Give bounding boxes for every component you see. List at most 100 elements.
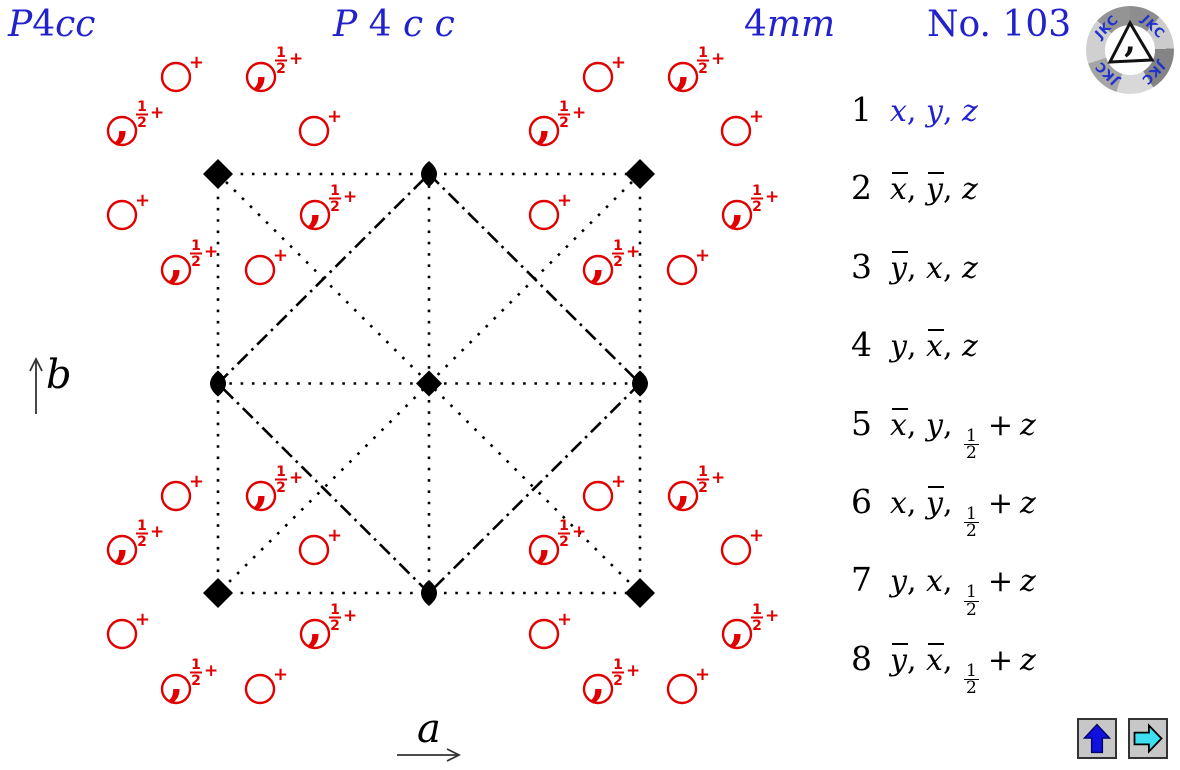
nav-next-button[interactable] bbox=[1128, 718, 1168, 759]
atom-circle bbox=[106, 115, 138, 147]
twofold-axis-symbol bbox=[421, 580, 437, 606]
height-half-numerator: 1 bbox=[191, 238, 201, 254]
atom-circle bbox=[582, 254, 614, 286]
coordinate-letter: z bbox=[1020, 564, 1036, 600]
coordinate-separator: , bbox=[906, 407, 926, 443]
fraction-numerator: 1 bbox=[964, 660, 979, 681]
height-plus-sign: + bbox=[626, 242, 640, 262]
coordinate-letter: y bbox=[890, 642, 907, 678]
b-axis-label: b bbox=[46, 352, 72, 398]
position-row: 2 x, y, z bbox=[840, 168, 978, 216]
enantiomorph-comma-icon: , bbox=[675, 41, 691, 95]
header-text-part: 4 bbox=[32, 4, 56, 45]
enantiomorph-comma-icon: , bbox=[253, 460, 269, 514]
coordinate-letter: x bbox=[926, 250, 943, 286]
atom-circle bbox=[528, 534, 560, 566]
height-half-denominator: 2 bbox=[752, 199, 762, 215]
a-axis-label: a bbox=[417, 706, 441, 752]
height-plus-sign: + bbox=[572, 103, 586, 123]
atom-circle bbox=[667, 480, 699, 512]
atom-circle bbox=[245, 61, 277, 93]
height-half-numerator: 1 bbox=[698, 464, 708, 480]
position-coordinates: x, y, z bbox=[890, 172, 978, 207]
position-index: 7 bbox=[851, 560, 872, 600]
fourfold-axis-symbol bbox=[625, 159, 655, 189]
coordinate-letter: z bbox=[962, 172, 978, 208]
fraction-numerator: 1 bbox=[964, 504, 979, 524]
height-half-denominator: 2 bbox=[752, 618, 762, 634]
fraction-numerator: 1 bbox=[964, 582, 979, 603]
height-plus-sign: + bbox=[695, 664, 710, 685]
fraction-denominator: 2 bbox=[966, 521, 977, 542]
glide-dashdot-line bbox=[428, 382, 641, 594]
height-half-denominator: 2 bbox=[191, 673, 201, 689]
height-half-numerator: 1 bbox=[137, 518, 147, 534]
height-half-denominator: 2 bbox=[276, 480, 286, 496]
height-half-denominator: 2 bbox=[698, 61, 708, 77]
plus-sign: + bbox=[987, 486, 1013, 521]
header-text-part: 4 bbox=[357, 4, 404, 45]
header-text-part: c bbox=[403, 4, 424, 45]
twofold-axis-symbol bbox=[210, 370, 226, 397]
height-half-denominator: 2 bbox=[191, 254, 201, 270]
height-plus-sign: + bbox=[611, 471, 626, 492]
height-plus-sign: + bbox=[749, 106, 764, 127]
coordinate-separator: , bbox=[942, 564, 963, 600]
glide-dashdot-line bbox=[428, 173, 641, 385]
enantiomorph-comma-icon: , bbox=[536, 514, 552, 568]
enantiomorph-comma-icon: , bbox=[168, 653, 184, 707]
header-text-part: 4 bbox=[744, 4, 767, 45]
coordinate-letter: y bbox=[926, 94, 943, 129]
height-half-numerator: 1 bbox=[559, 99, 569, 115]
position-index: 4 bbox=[851, 325, 872, 365]
height-plus-sign: + bbox=[711, 49, 725, 69]
height-plus-sign: + bbox=[204, 661, 218, 681]
height-plus-sign: + bbox=[765, 606, 779, 626]
height-half-numerator: 1 bbox=[613, 238, 623, 254]
coordinate-letter: x bbox=[926, 642, 943, 678]
enantiomorph-comma-icon: , bbox=[114, 514, 130, 568]
atom-circle bbox=[160, 480, 192, 512]
fraction-denominator: 2 bbox=[966, 677, 977, 698]
height-plus-sign: + bbox=[204, 242, 218, 262]
height-plus-sign: + bbox=[273, 664, 288, 685]
height-half-denominator: 2 bbox=[330, 618, 340, 634]
atom-circle bbox=[528, 199, 560, 231]
height-half-numerator: 1 bbox=[330, 602, 340, 618]
height-plus-sign: + bbox=[150, 522, 164, 542]
coordinate-separator: , bbox=[906, 172, 926, 208]
nav-up-button[interactable] bbox=[1077, 718, 1117, 759]
position-index: 2 bbox=[851, 168, 872, 208]
atom-circle bbox=[582, 61, 614, 93]
fourfold-axis-symbol bbox=[625, 578, 655, 608]
atom-circle bbox=[244, 673, 276, 705]
height-half-numerator: 1 bbox=[191, 657, 201, 673]
atom-circle bbox=[299, 199, 331, 231]
coordinate-separator: , bbox=[942, 642, 963, 678]
coordinate-separator: , bbox=[942, 407, 963, 443]
position-index: 5 bbox=[851, 403, 872, 443]
height-plus-sign: + bbox=[289, 49, 303, 69]
height-half-denominator: 2 bbox=[330, 199, 340, 215]
enantiomorph-comma-icon: , bbox=[114, 95, 130, 149]
height-plus-sign: + bbox=[765, 187, 779, 207]
spacegroup-number: No. 103 bbox=[927, 4, 1072, 45]
height-plus-sign: + bbox=[135, 609, 150, 630]
height-plus-sign: + bbox=[189, 52, 204, 73]
coordinate-separator: , bbox=[906, 486, 926, 521]
position-index: 8 bbox=[851, 638, 872, 678]
coordinate-letter: y bbox=[926, 172, 943, 208]
height-half-denominator: 2 bbox=[137, 534, 147, 550]
spacegroup-symbol-short: P4cc bbox=[8, 4, 95, 45]
spacegroup-symbol-full: P 4 c c bbox=[333, 4, 455, 45]
fourfold-axis-symbol bbox=[203, 159, 233, 189]
coordinate-letter: z bbox=[1020, 642, 1036, 678]
